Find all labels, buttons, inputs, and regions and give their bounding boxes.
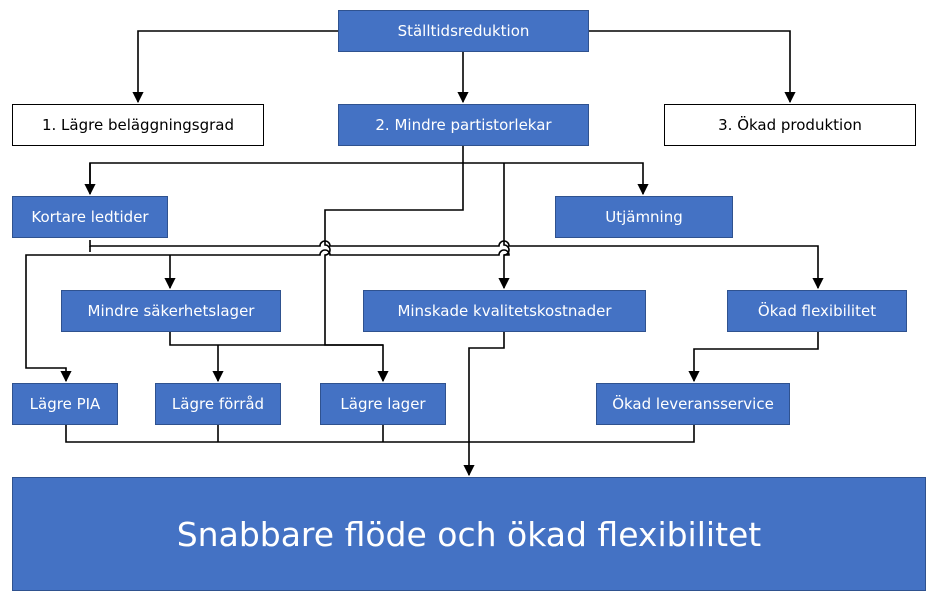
node-utjamning: Utjämning (555, 196, 733, 238)
node-mindre-sakerhetslager: Mindre säkerhetslager (61, 290, 281, 332)
node-okad-flexibilitet: Ökad flexibilitet (727, 290, 907, 332)
node-kortare-ledtider: Kortare ledtider (12, 196, 168, 238)
node-outcome: Snabbare flöde och ökad flexibilitet (12, 477, 926, 591)
connector-flex-leverans (688, 332, 819, 383)
connector-middle-split (89, 162, 649, 196)
connector-middle-lager (324, 163, 464, 383)
connector-sakerhet-split (169, 332, 383, 346)
node-okad-produktion: 3. Ökad produktion (664, 104, 916, 146)
connector-root-left (132, 30, 338, 104)
node-lagre-forrad: Lägre förråd (155, 383, 281, 425)
node-okad-leveransservice: Ökad leveransservice (596, 383, 790, 425)
connector-kortare-bus (89, 240, 824, 290)
connector-kortare-hline (90, 249, 510, 256)
node-lagre-lager: Lägre lager (320, 383, 446, 425)
connector-kortare-pia (25, 254, 90, 383)
connector-kvalitet-outcome (463, 332, 505, 477)
node-lagre-belaggningsgrad: 1. Lägre beläggningsgrad (12, 104, 264, 146)
node-mindre-partistorlekar: 2. Mindre partistorlekar (338, 104, 589, 146)
connector-root-right (589, 30, 796, 104)
node-minskade-kvalitetskostnader: Minskade kvalitetskostnader (363, 290, 646, 332)
root-node: Ställtidsreduktion (338, 10, 589, 52)
node-lagre-pia: Lägre PIA (12, 383, 118, 425)
connector-middle-kvalitet (498, 163, 510, 290)
connector-bottom-bus (65, 425, 695, 443)
